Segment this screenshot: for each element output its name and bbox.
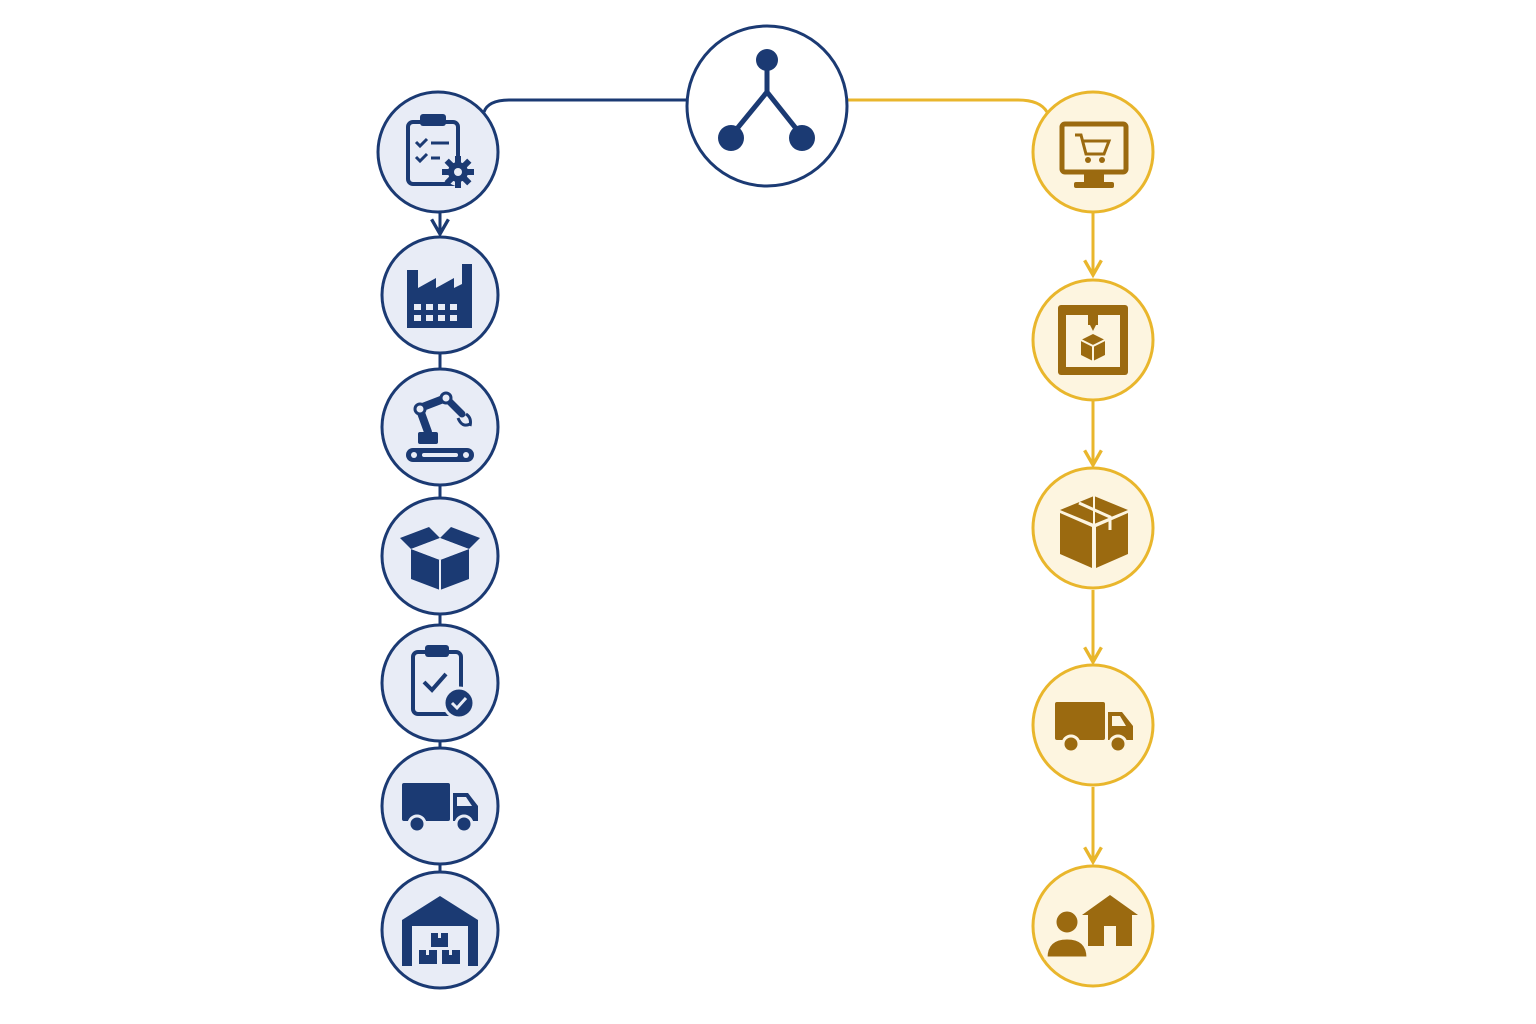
monitor-shopping-cart-icon: [1059, 121, 1129, 188]
left-node-7: [380, 870, 500, 990]
left-node-1: [376, 90, 500, 214]
right-node-4: [1031, 663, 1155, 787]
hub-to-left-connector: [482, 98, 686, 113]
right-node-2: [1031, 278, 1155, 402]
branch-split-icon: [718, 49, 815, 151]
left-node-2: [380, 235, 500, 355]
right-node-3: [1031, 466, 1155, 590]
right-chain: [1031, 90, 1155, 988]
connectors: [430, 98, 1103, 873]
clipboard-check-icon: [411, 645, 476, 720]
warehouse-icon: [402, 896, 478, 966]
open-box-icon: [400, 527, 480, 590]
hub-to-right-connector: [848, 98, 1049, 113]
delivery-truck-icon: [402, 783, 478, 834]
factory-icon: [407, 264, 472, 328]
left-node-6: [380, 746, 500, 866]
left-node-5: [380, 623, 500, 743]
left-node-3: [380, 367, 500, 487]
left-chain: [376, 90, 500, 990]
right-node-5: [1031, 864, 1155, 988]
robotic-arm-conveyor-icon: [406, 391, 474, 462]
package-box-icon: [1060, 496, 1128, 568]
right-node-1: [1031, 90, 1155, 214]
customer-home-icon: [1044, 895, 1138, 960]
3d-printer-icon: [1058, 305, 1128, 375]
clipboard-settings-icon: [406, 114, 474, 188]
delivery-truck-icon: [1055, 702, 1133, 754]
hub-node: [685, 24, 849, 188]
left-node-4: [380, 496, 500, 616]
